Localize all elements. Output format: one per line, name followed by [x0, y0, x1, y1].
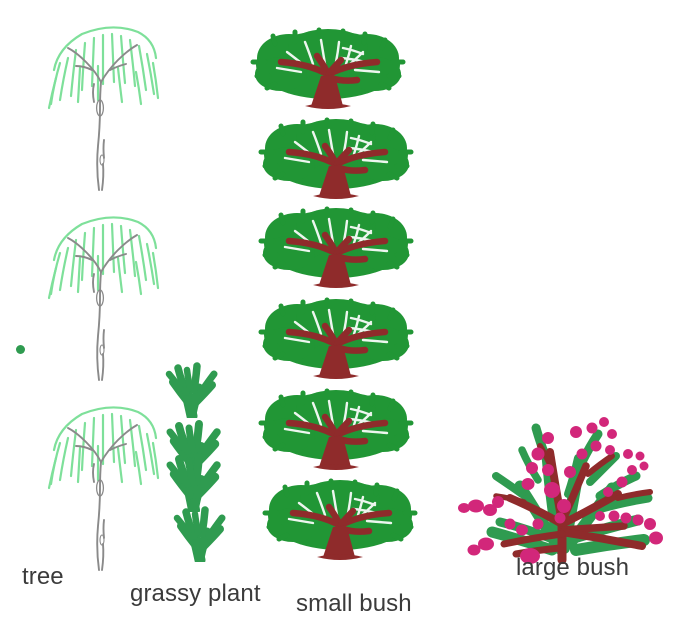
willow-tree-icon: [30, 8, 170, 193]
label-grassy-plant: grassy plant: [130, 580, 261, 607]
willow-tree-icon: [30, 198, 170, 383]
small-bush-icon: [243, 22, 413, 120]
small-bush-icon: [251, 292, 421, 390]
label-large-bush: large bush: [516, 554, 630, 581]
small-bush-icon: [251, 112, 421, 210]
column-tree: [0, 0, 160, 600]
large-bush-icon: [452, 398, 674, 564]
grassy-plant-icon: [164, 502, 236, 562]
small-bush-icon: [255, 473, 425, 571]
stray-green-dot: [16, 345, 25, 354]
grassy-plant-icon: [156, 358, 228, 418]
label-tree: tree: [22, 563, 64, 590]
column-large-bush: [452, 398, 674, 564]
small-bush-icon: [251, 201, 421, 299]
willow-tree-icon: [30, 388, 170, 573]
small-bush-icon: [251, 383, 421, 481]
label-small-bush: small bush: [296, 590, 412, 617]
grassy-plant-icon: [156, 448, 232, 512]
column-grassy-plant: [0, 0, 250, 600]
column-small-bush: [243, 22, 425, 571]
